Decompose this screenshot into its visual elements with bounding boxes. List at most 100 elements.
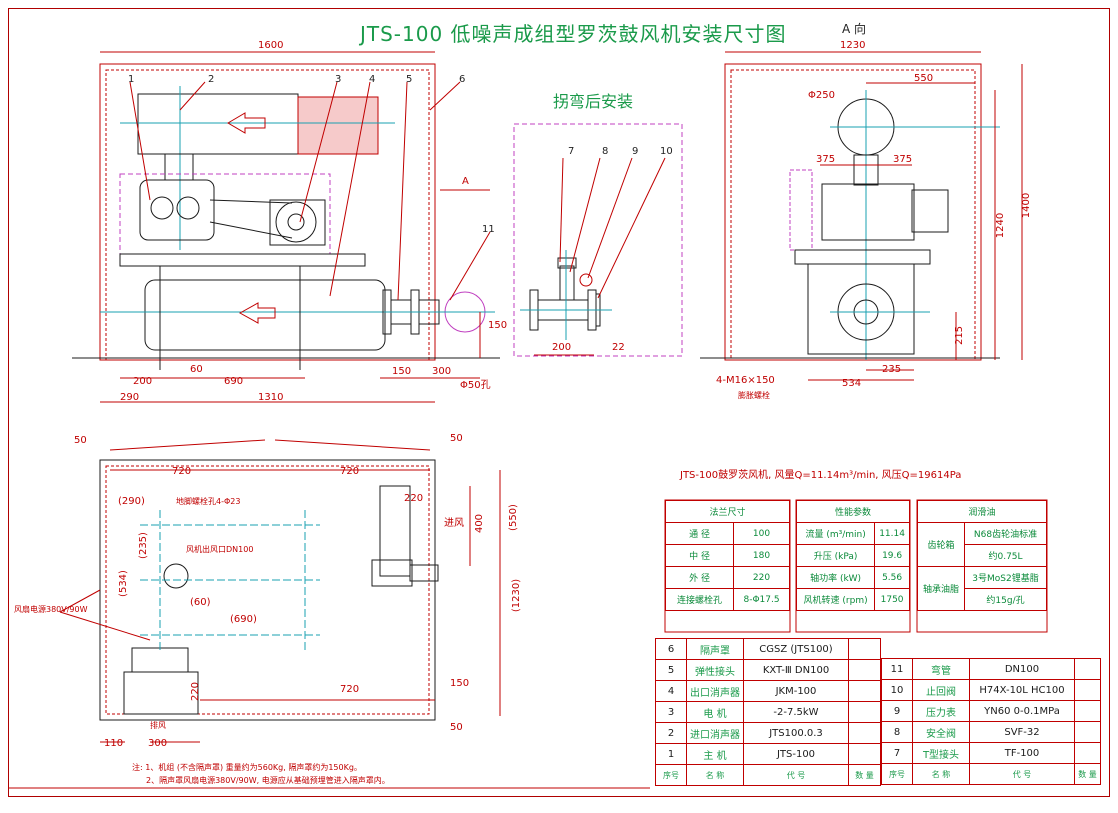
lube-header: 润滑油 (917, 500, 1047, 523)
dim-plan-720c: 720 (340, 684, 360, 695)
dim-side-phi250: Φ250 (808, 90, 835, 101)
dim-front-690: 690 (224, 376, 244, 387)
callout-5: 5 (406, 74, 413, 85)
front-view (72, 51, 500, 403)
callout-8: 8 (602, 146, 609, 157)
dim-bend-22: 22 (612, 342, 625, 353)
dim-front-60: 60 (190, 364, 203, 375)
callout-7: 7 (568, 146, 575, 157)
dim-side-534: 534 (842, 378, 862, 389)
bend-view-title: 拐弯后安装 (553, 92, 634, 111)
dim-front-150a: 150 (392, 366, 412, 377)
side-bolt-note: 膨胀螺栓 (738, 391, 770, 400)
bend-view (513, 123, 683, 357)
dim-side-235: 235 (882, 364, 902, 375)
dim-plan-50b: 50 (450, 433, 463, 444)
callout-6: 6 (459, 74, 466, 85)
side-view (700, 51, 1023, 381)
dim-plan-220a: 220 (404, 493, 424, 504)
dim-front-hole: Φ50孔 (460, 380, 491, 391)
table-row: 轴功率 (kW)5.56 (795, 566, 910, 589)
plan-fan-outlet: 风机出风口DN100 (186, 545, 254, 554)
performance-table: 性能参数 流量 (m³/min)11.14 升压 (kPa)19.6 轴功率 (… (795, 500, 910, 611)
note-1: 注: 1、机组 (不含隔声罩) 重量约为560Kg, 隔声罩约为150Kg。 (132, 763, 362, 772)
dim-plan-60: (60) (190, 597, 211, 608)
dim-side-550: 550 (914, 73, 934, 84)
dim-plan-690: (690) (230, 614, 257, 625)
plan-fan-power: 风扇电源380V/90W (14, 605, 88, 614)
parts-header-row: 序号名 称代 号数 量 (881, 763, 1101, 785)
table-row: 流量 (m³/min)11.14 (795, 522, 910, 545)
dim-plan-300: 300 (148, 738, 168, 749)
side-bolt-spec: 4-M16×150 (716, 375, 775, 386)
dim-plan-110: 110 (104, 738, 124, 749)
note-2: 2、隔声罩风扇电源380V/90W, 电源应从基础预埋管进入隔声罩内。 (146, 776, 390, 785)
dim-front-290: 290 (120, 392, 140, 403)
dim-front-300: 300 (432, 366, 452, 377)
callout-3: 3 (335, 74, 342, 85)
dim-side-1230: 1230 (840, 40, 866, 51)
plan-exhaust-label: 排风 (150, 721, 166, 730)
drawing-title: JTS-100 低噪声成组型罗茨鼓风机安装尺寸图 (360, 22, 787, 46)
callout-11: 11 (482, 224, 495, 235)
dim-side-215: 215 (954, 325, 966, 346)
arrow-a-label: A (462, 176, 469, 187)
dim-front-width: 1600 (258, 40, 284, 51)
callout-10: 10 (660, 146, 673, 157)
flange-header: 法兰尺寸 (665, 500, 790, 523)
callout-9: 9 (632, 146, 639, 157)
dim-plan-720a: 720 (172, 466, 192, 477)
dim-plan-220b: 220 (190, 681, 202, 702)
side-view-title: A 向 (842, 22, 867, 36)
table-row: 约15g/孔 (918, 588, 1047, 611)
dim-side-1240: 1240 (995, 212, 1007, 239)
dim-side-375b: 375 (893, 154, 913, 165)
dim-plan-400: 400 (474, 513, 486, 534)
dim-plan-1230: (1230) (511, 578, 523, 613)
dim-front-200: 200 (133, 376, 153, 387)
plan-inlet-label: 进风 (444, 518, 464, 529)
dim-plan-720b: 720 (340, 466, 360, 477)
dim-plan-290: (290) (118, 496, 145, 507)
dim-plan-150: 150 (450, 678, 470, 689)
table-row: 升压 (kPa)19.6 (795, 544, 910, 567)
dim-plan-534: (534) (117, 570, 129, 597)
callout-4: 4 (369, 74, 376, 85)
dim-plan-550: (550) (507, 504, 519, 531)
dim-side-1400: 1400 (1021, 192, 1033, 219)
performance-line: JTS-100鼓罗茨风机, 风量Q=11.14m³/min, 风压Q=19614… (680, 470, 962, 481)
callout-2: 2 (208, 74, 215, 85)
dim-plan-50c: 50 (450, 722, 463, 733)
dim-front-150b: 150 (488, 320, 508, 331)
dim-plan-235: (235) (137, 532, 149, 559)
plan-view (8, 439, 650, 789)
outer-frame (8, 8, 1110, 797)
dim-front-1310: 1310 (258, 392, 284, 403)
table-row: 风机转速 (rpm)1750 (795, 588, 910, 611)
performance-header: 性能参数 (796, 500, 910, 523)
dim-plan-50a: 50 (74, 435, 87, 446)
parts-header-row: 序号名 称代 号数 量 (655, 764, 881, 786)
